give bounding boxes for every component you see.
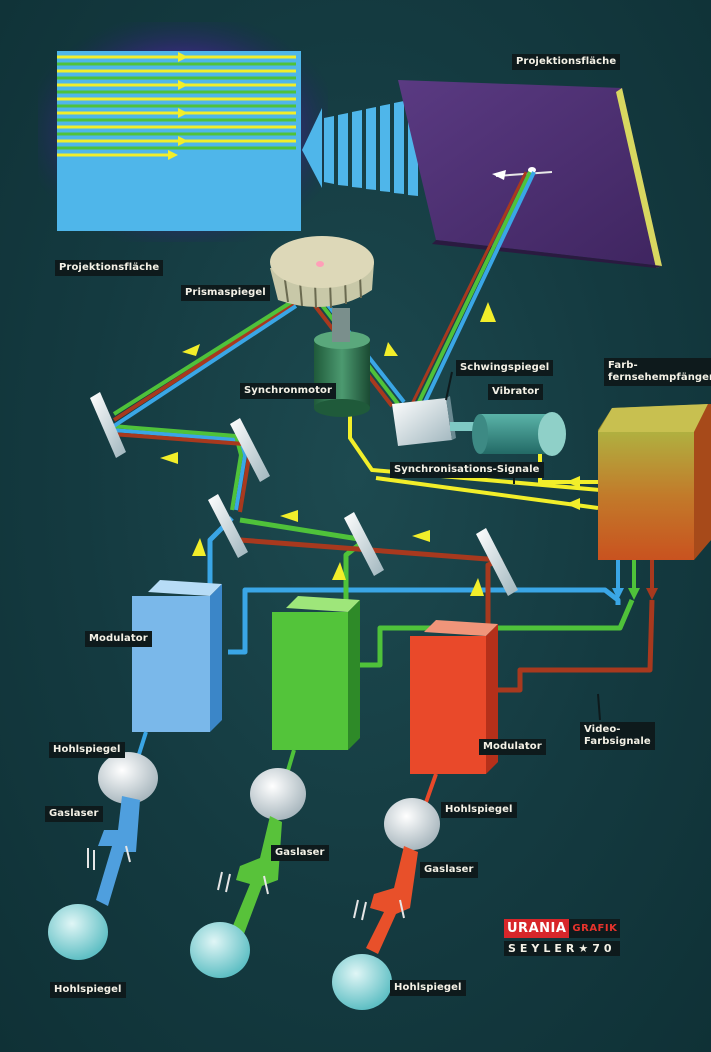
label-gas-laser-2: Gaslaser	[271, 845, 329, 861]
label-concave-mirror-1: Hohlspiegel	[49, 742, 125, 758]
projection-screen-left	[38, 22, 328, 242]
label-color-tv-receiver: Farb- fernsehempfänger	[604, 358, 711, 386]
brand-suffix: GRAFIK	[569, 919, 621, 938]
direction-arrows	[160, 302, 496, 596]
label-gas-laser-1: Gaslaser	[45, 806, 103, 822]
label-video-signals: Video- Farbsignale	[580, 722, 655, 750]
sync-signal-lines	[348, 400, 601, 510]
label-prism-mirror: Prismaspiegel	[181, 285, 270, 301]
urania-grafik-logo: URANIA GRAFIK SEYLER★70	[504, 919, 621, 956]
laser-red	[332, 773, 440, 1010]
deflection-mirrors	[90, 392, 518, 596]
video-signal-arrows	[612, 560, 658, 600]
label-gas-laser-3: Gaslaser	[420, 862, 478, 878]
label-modulator-right: Modulator	[479, 739, 546, 755]
label-vibrator: Vibrator	[488, 384, 544, 400]
label-concave-mirror-4: Hohlspiegel	[390, 980, 466, 996]
laser-blue	[48, 731, 158, 960]
label-projection-surface-right: Projektionsfläche	[512, 54, 621, 70]
laser-green	[190, 749, 306, 978]
label-sync-signals: Synchronisations-Signale	[390, 462, 544, 478]
label-synchronous-motor: Synchronmotor	[240, 383, 336, 399]
vibrating-mirror-assembly	[392, 396, 566, 456]
label-concave-mirror-2: Hohlspiegel	[441, 802, 517, 818]
label-vibrating-mirror: Schwingspiegel	[456, 360, 554, 376]
artist-signature: SEYLER★70	[504, 941, 621, 956]
prism-mirror-assembly	[270, 236, 374, 417]
modulator-red	[410, 620, 498, 774]
label-modulator-left: Modulator	[85, 631, 152, 647]
label-concave-mirror-3: Hohlspiegel	[50, 982, 126, 998]
sync-arrows	[566, 476, 580, 510]
brand-name: URANIA	[504, 919, 570, 938]
label-projection-surface-left: Projektionsfläche	[55, 260, 164, 276]
color-tv-receiver	[598, 404, 711, 560]
modulator-blue	[132, 580, 222, 732]
modulator-green	[272, 596, 360, 750]
